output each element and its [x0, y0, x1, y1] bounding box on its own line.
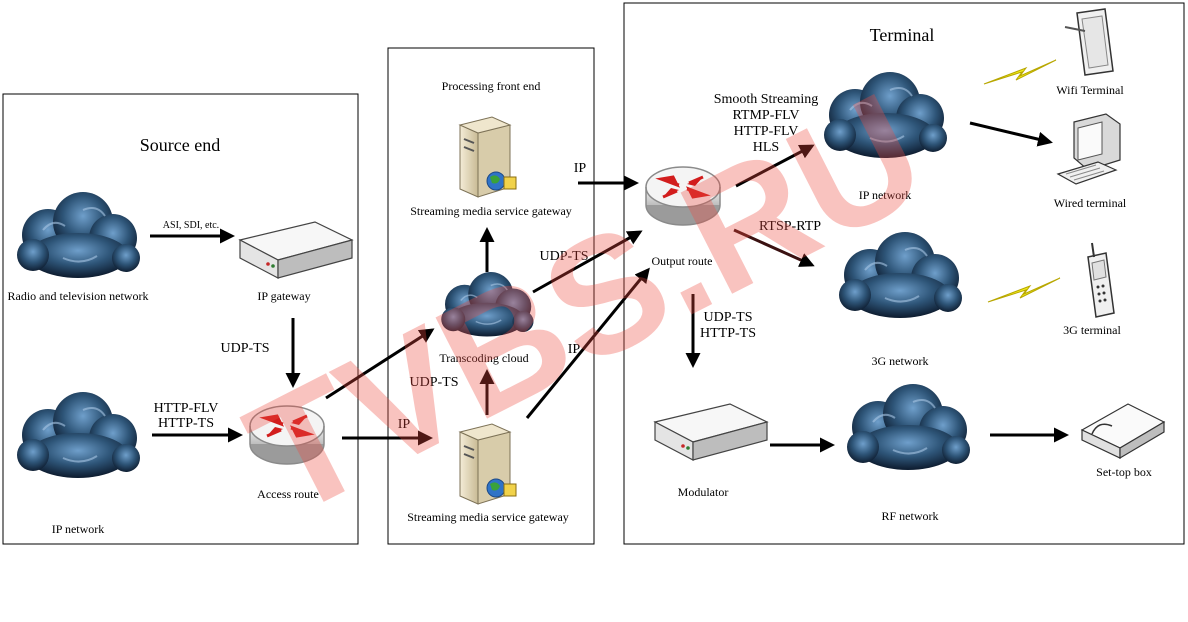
processing-front-end-panel	[387, 47, 595, 545]
http-flv-out-label: HTTP-FLV	[734, 124, 799, 139]
arrow-cloud-to-output	[532, 230, 643, 294]
udp-ts-cloud-output-label: UDP-TS	[539, 249, 588, 264]
source-end-title: Source end	[140, 135, 220, 155]
source-end-panel	[2, 93, 359, 545]
watermark: TVBS.RU	[222, 58, 951, 551]
gateway-top-label: Streaming media service gateway	[410, 204, 572, 218]
ip-gateway-label: IP gateway	[257, 289, 310, 303]
radio-tv-network-label: Radio and television network	[8, 289, 149, 303]
arrow-output-to-3g	[733, 228, 815, 267]
http-flv-label: HTTP-FLV	[154, 401, 219, 416]
set-top-box-icon	[1080, 403, 1166, 460]
access-route-label: Access route	[257, 487, 319, 501]
output-route-label: Output route	[652, 254, 713, 268]
terminal-3g-label: 3G terminal	[1063, 323, 1121, 337]
modulator-icon	[654, 403, 768, 461]
tablet-icon	[1064, 8, 1114, 76]
arrow-ip-network-to-wired	[969, 121, 1053, 147]
rtmp-flv-label: RTMP-FLV	[732, 108, 799, 123]
terminal-panel	[623, 2, 1185, 545]
asi-sdi-label: ASI, SDI, etc.	[163, 220, 219, 231]
ip-network-source-cloud-icon	[16, 391, 141, 479]
smooth-streaming-label: Smooth Streaming	[714, 92, 819, 107]
ip-network-source-label: IP network	[52, 522, 105, 536]
network-3g-label: 3G network	[872, 354, 929, 368]
transcoding-cloud-label: Transcoding cloud	[439, 351, 528, 365]
modulator-label: Modulator	[678, 485, 729, 499]
wired-terminal-label: Wired terminal	[1054, 196, 1127, 210]
ip-access-to-gateway-label: IP	[398, 417, 411, 432]
gateway-top-server-icon	[459, 116, 517, 198]
3g-signal-bolt-icon	[987, 277, 1061, 303]
udp-ts-out-label: UDP-TS	[703, 310, 752, 325]
gateway-bottom-label: Streaming media service gateway	[407, 510, 569, 524]
rf-network-label: RF network	[882, 509, 939, 523]
ip-bottom-to-output-label: IP	[568, 342, 581, 357]
http-ts-out-label: HTTP-TS	[700, 326, 756, 341]
terminal-title: Terminal	[870, 25, 935, 45]
udp-ts-to-cloud-label: UDP-TS	[409, 375, 458, 390]
udp-ts-gateway-access-label: UDP-TS	[220, 341, 269, 356]
arrow-access-to-cloud	[325, 328, 435, 400]
wifi-terminal-label: Wifi Terminal	[1056, 83, 1124, 97]
ip-gateway-to-output-label: IP	[574, 161, 587, 176]
arrow-output-to-ip-network	[735, 144, 815, 188]
desktop-computer-icon	[1056, 113, 1121, 185]
set-top-box-label: Set-top box	[1096, 465, 1152, 479]
wifi-signal-bolt-icon	[983, 59, 1057, 85]
arrow-gateway-bottom-to-output	[525, 267, 650, 419]
rf-network-cloud-icon	[846, 383, 971, 471]
rtsp-rtp-label: RTSP-RTP	[759, 219, 821, 234]
radio-tv-network-cloud-icon	[16, 191, 141, 279]
ip-gateway-icon	[239, 221, 353, 279]
http-ts-label: HTTP-TS	[158, 416, 214, 431]
processing-front-end-title: Processing front end	[442, 79, 541, 93]
hls-label: HLS	[753, 140, 779, 155]
ip-network-terminal-label: IP network	[859, 188, 912, 202]
mobile-phone-icon	[1087, 242, 1115, 318]
